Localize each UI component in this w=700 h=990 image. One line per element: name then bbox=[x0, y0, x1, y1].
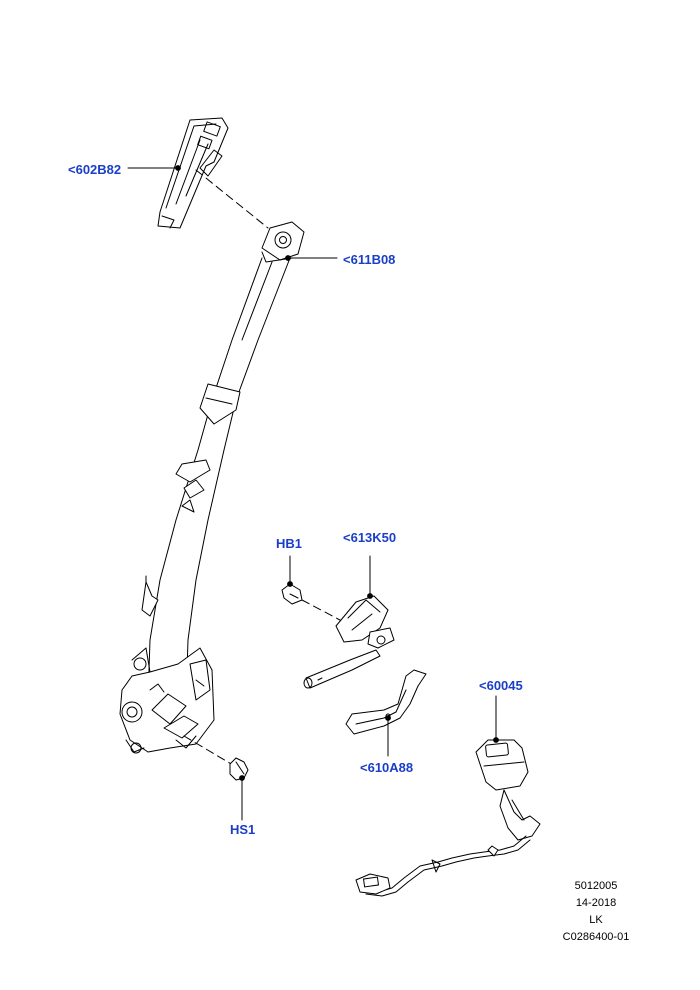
seat-belt-webbing-part[interactable] bbox=[119, 221, 305, 754]
reference-line-1: 5012005 bbox=[574, 880, 618, 892]
reference-line-4: C0286400-01 bbox=[562, 931, 630, 943]
callout-HB1[interactable]: HB1 bbox=[276, 536, 303, 551]
callout-602B82[interactable]: <602B82 bbox=[68, 162, 122, 177]
reference-line-2: 14-2018 bbox=[575, 897, 617, 909]
trim-cover-part[interactable] bbox=[345, 669, 427, 735]
assembly-dashed-line-hb1 bbox=[301, 599, 341, 621]
callout-HS1[interactable]: HS1 bbox=[230, 822, 256, 837]
callout-610A88[interactable]: <610A88 bbox=[360, 760, 414, 775]
assembly-dashed-line-hs1 bbox=[183, 735, 239, 769]
height-adjuster-part[interactable] bbox=[157, 117, 229, 229]
buckle-assembly-part[interactable] bbox=[355, 737, 541, 897]
bolt-hs1-part[interactable] bbox=[229, 757, 249, 781]
assembly-dashed-line-upper bbox=[195, 169, 269, 229]
callout-611B08[interactable]: <611B08 bbox=[343, 252, 396, 267]
anchor-bracket-part[interactable] bbox=[303, 593, 395, 689]
reference-block: 5012005 14-2018 LK C0286400-01 bbox=[556, 878, 636, 946]
reference-line-3: LK bbox=[589, 914, 603, 926]
bolt-hb1-part[interactable] bbox=[281, 581, 303, 605]
callout-613K50[interactable]: <613K50 bbox=[343, 530, 397, 545]
callout-60045[interactable]: <60045 bbox=[479, 678, 523, 693]
